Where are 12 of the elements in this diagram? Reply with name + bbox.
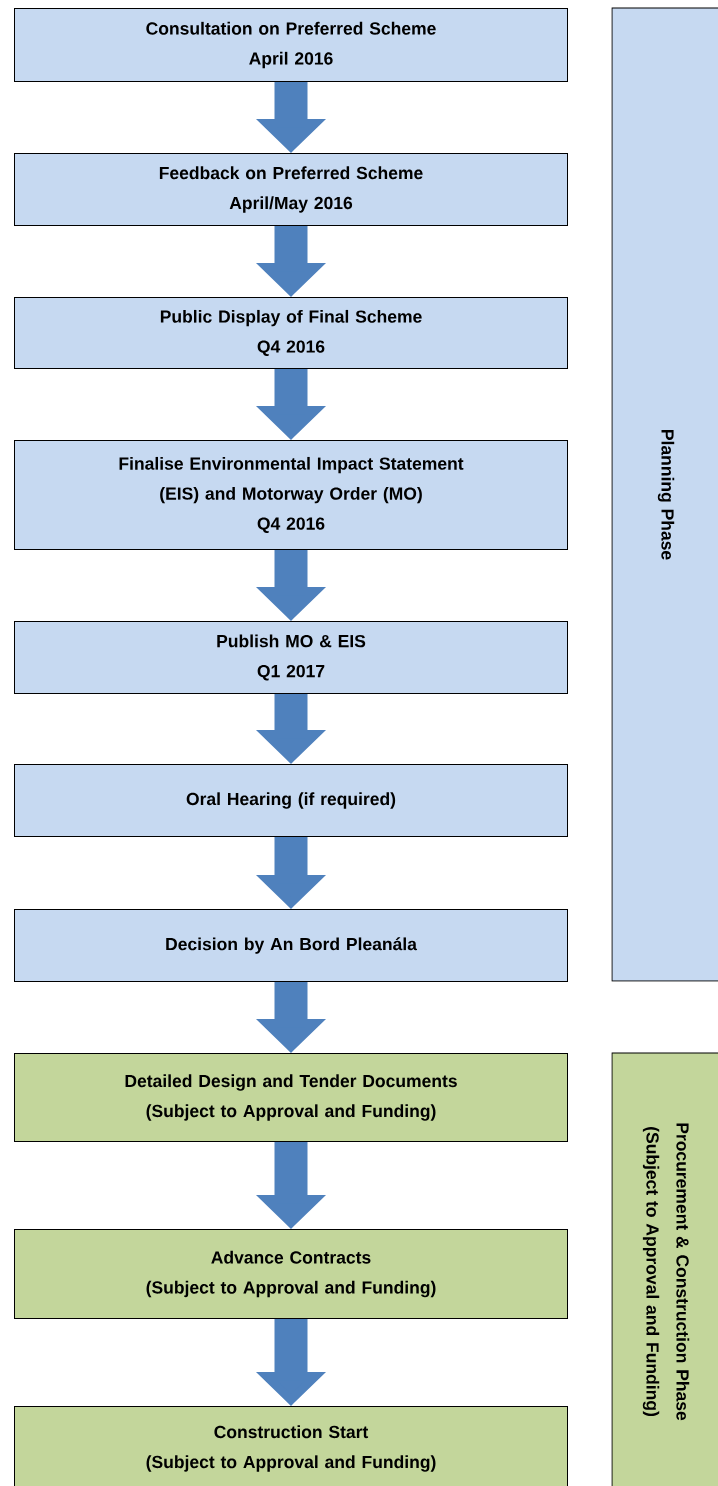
step-box: Decision by An Bord Pleanála	[14, 909, 568, 982]
step-box: Detailed Design and Tender Documents (Subject to Approval and Funding)	[14, 1053, 568, 1142]
step-box: Oral Hearing (if required)	[14, 764, 568, 837]
step-box: Publish MO & EIS Q1 2017	[14, 621, 568, 694]
step-box: Public Display of Final Scheme Q4 2016	[14, 297, 568, 369]
step-box: Construction Start (Subject to Approval and Funding)	[14, 1406, 568, 1486]
step-box: Consultation on Preferred Scheme April 2016	[14, 8, 568, 82]
step-box: Feedback on Preferred Scheme April/May 2016	[14, 153, 568, 226]
step-box: Finalise Environmental Impact Statement (EIS) and Motorway Order (MO) Q4 2016	[14, 440, 568, 550]
phase-band: Planning Phase	[611, 7, 718, 982]
step-box: Advance Contracts (Subject to Approval and Funding)	[14, 1229, 568, 1319]
phase-band: Procurement & Construction Phase (Subject to Approval and Funding)	[611, 1052, 718, 1486]
